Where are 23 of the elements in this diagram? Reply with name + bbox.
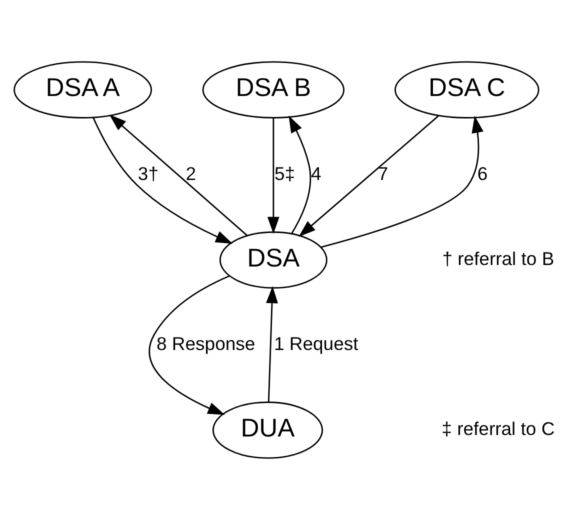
arrow (320, 115, 484, 248)
label: † referral to B (442, 247, 554, 268)
arrow (109, 114, 248, 236)
edge-label: 7 (378, 162, 388, 184)
arrow (92, 116, 233, 244)
arrow (288, 115, 312, 234)
node-ellipse: DUA (212, 401, 324, 458)
arrow (298, 114, 439, 236)
arrow (266, 286, 278, 402)
edge-label: 1 Request (274, 332, 358, 354)
node-ellipse: DSA B (202, 60, 345, 118)
node-ellipse: DSA (219, 230, 328, 288)
edge-label: 3† (138, 162, 159, 184)
label: ‡ referral to C (442, 417, 555, 438)
edge-label: 6 (477, 162, 488, 184)
edge-label: 2 (186, 162, 196, 184)
arrow (148, 274, 230, 414)
edge-label: 4 (310, 162, 322, 184)
edge-label: 8 Response (156, 332, 256, 354)
node-ellipse: DSA A (14, 60, 152, 118)
node-ellipse: DSA C (394, 60, 540, 118)
arrow (267, 118, 280, 234)
edge-label: 5‡ (274, 162, 296, 184)
